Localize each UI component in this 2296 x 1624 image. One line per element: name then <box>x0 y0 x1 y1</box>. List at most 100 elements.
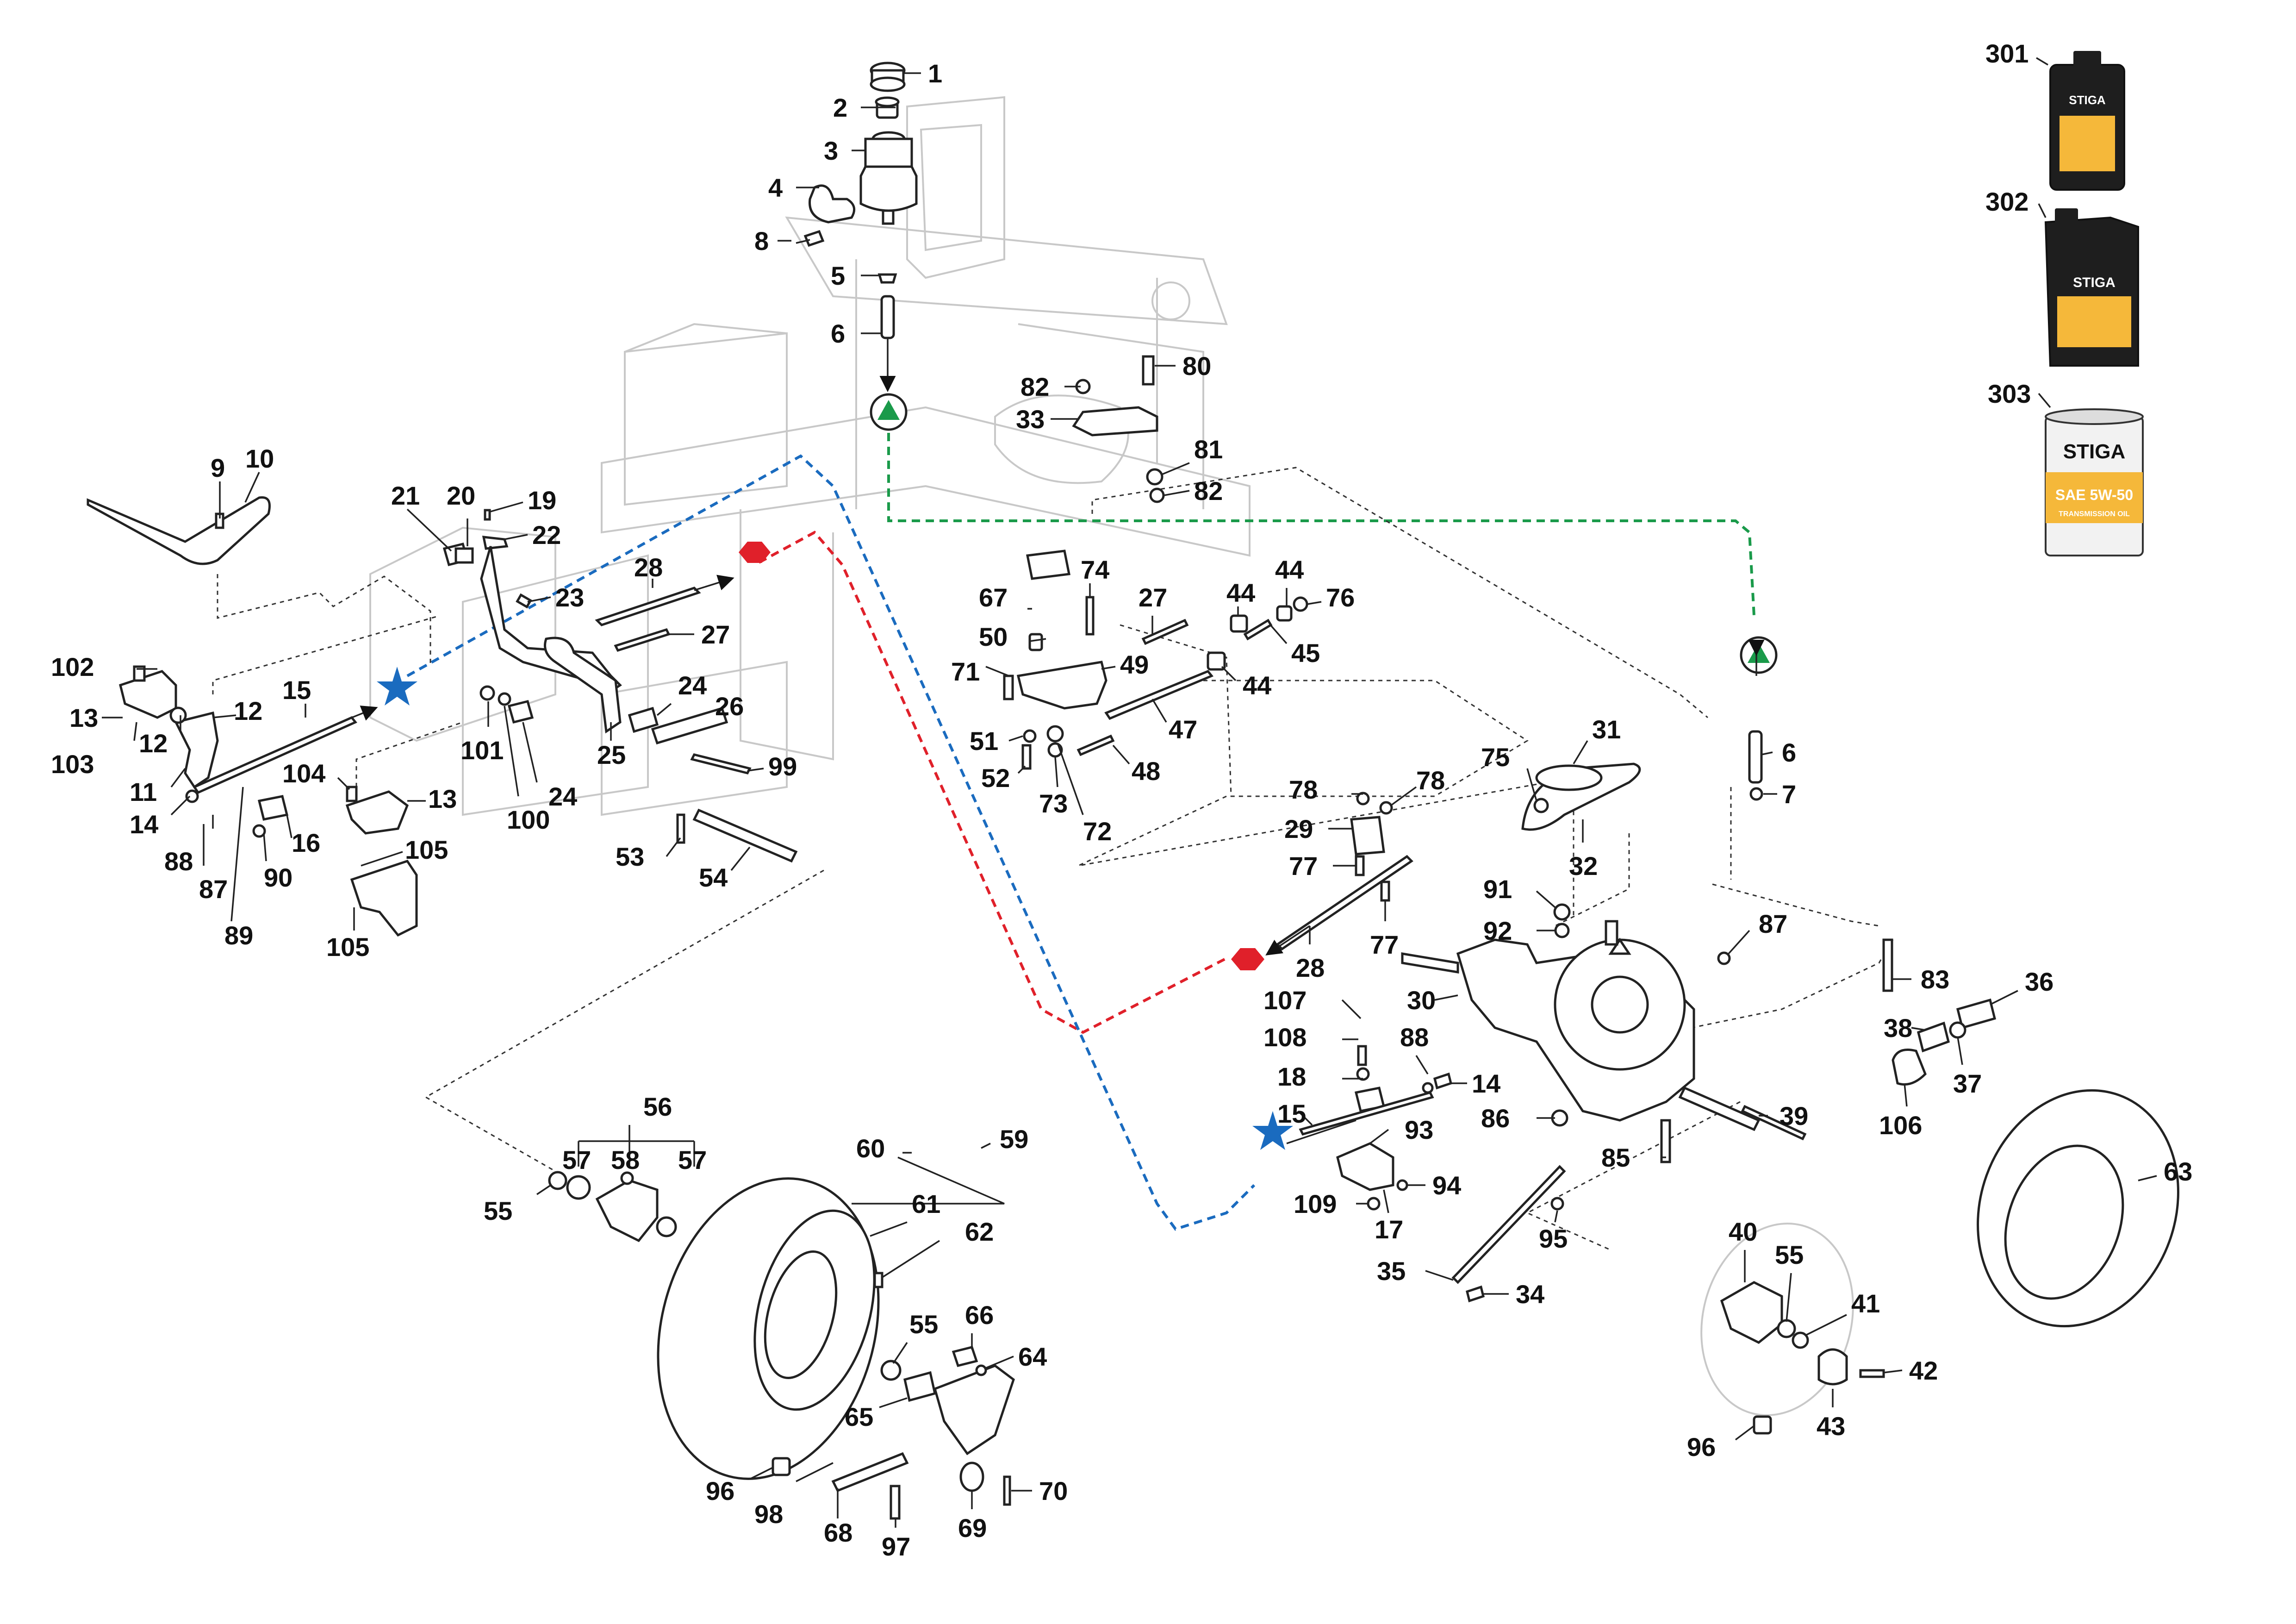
bearing-57b <box>656 1216 677 1237</box>
pedal-bracket-22 <box>482 536 509 550</box>
label-28: 28 <box>634 553 663 582</box>
bolt-80 <box>1142 355 1155 386</box>
elbow-106 <box>1892 1049 1927 1086</box>
label-31: 31 <box>1592 715 1621 744</box>
screw-107 <box>1357 1045 1367 1066</box>
label-32: 32 <box>1569 851 1598 881</box>
label-9: 9 <box>211 453 225 482</box>
label-45: 45 <box>1291 638 1320 668</box>
label-109: 109 <box>1294 1189 1337 1218</box>
fitting-44c <box>1207 651 1226 671</box>
washer-109 <box>1367 1197 1381 1211</box>
bracket-4 <box>809 184 856 224</box>
screw-102 <box>133 665 146 682</box>
fitting-44a <box>1230 614 1248 633</box>
bolt-99 <box>690 753 752 775</box>
pin-50 <box>1028 633 1043 651</box>
label-43: 43 <box>1817 1412 1845 1441</box>
label-104: 104 <box>282 759 325 788</box>
label-49: 49 <box>1120 650 1149 679</box>
washer-94 <box>1396 1179 1408 1191</box>
washer-100 <box>498 692 511 706</box>
washer-92 <box>1554 923 1570 938</box>
label-74: 74 <box>1081 555 1109 584</box>
screw-52 <box>1021 744 1032 770</box>
label-10: 10 <box>245 444 274 473</box>
label-88b: 88 <box>1400 1023 1429 1052</box>
knuckle-64 <box>933 1364 1015 1455</box>
label-83: 83 <box>1921 965 1949 994</box>
label-44c: 44 <box>1243 671 1271 700</box>
pin-70 <box>1003 1475 1011 1506</box>
washer-75 <box>1533 798 1549 813</box>
label-22: 22 <box>532 520 561 550</box>
pin-19 <box>484 509 491 521</box>
label-59: 59 <box>1000 1124 1028 1154</box>
washer-51 <box>1023 729 1037 743</box>
clip-14-right <box>1433 1072 1452 1090</box>
label-12a: 12 <box>139 729 168 758</box>
spring-lever-20 <box>442 542 474 567</box>
ring-41 <box>1792 1331 1809 1349</box>
label-303: 303 <box>1988 379 2031 408</box>
valve-62 <box>873 1272 884 1288</box>
label-107: 107 <box>1263 986 1307 1015</box>
label-62: 62 <box>965 1217 994 1246</box>
rod-15 <box>193 716 357 794</box>
spring-27-mid <box>1141 618 1189 645</box>
bolt-42 <box>1859 1369 1885 1378</box>
washer-91 <box>1553 903 1571 921</box>
label-35: 35 <box>1377 1256 1406 1286</box>
assembly-lines <box>212 467 1894 1251</box>
reservoir-3 <box>859 131 918 225</box>
label-39: 39 <box>1780 1101 1808 1131</box>
label-78a: 78 <box>1289 775 1318 804</box>
hub-40 <box>1720 1281 1783 1344</box>
wheel-rim-ghost <box>1700 1222 1854 1417</box>
tire-63 <box>1977 1089 2179 1328</box>
nut-78b <box>1379 801 1393 815</box>
hub-56 <box>595 1179 659 1243</box>
label-19: 19 <box>528 486 556 515</box>
label-13: 13 <box>69 703 98 732</box>
label-44a: 44 <box>1226 578 1255 607</box>
label-87b: 87 <box>1759 909 1787 938</box>
label-17: 17 <box>1375 1215 1403 1244</box>
bolt-83 <box>1882 938 1893 992</box>
bracket-33 <box>1072 406 1158 437</box>
label-54: 54 <box>699 863 728 892</box>
label-57b: 57 <box>678 1145 707 1174</box>
label-101: 101 <box>460 736 504 765</box>
label-94: 94 <box>1432 1171 1461 1200</box>
label-20: 20 <box>447 481 475 510</box>
red-link-path <box>758 531 1227 1034</box>
pin-74 <box>1085 596 1095 636</box>
cap-34 <box>1466 1285 1485 1303</box>
label-95: 95 <box>1539 1224 1568 1253</box>
parts <box>87 62 2179 1520</box>
cap-43 <box>1817 1348 1848 1386</box>
label-82b: 82 <box>1194 476 1223 506</box>
washer-108 <box>1356 1067 1370 1081</box>
latch-16 <box>257 795 289 821</box>
hose-6-right <box>1748 730 1763 784</box>
washer-101 <box>479 685 495 701</box>
label-102: 102 <box>51 652 94 681</box>
label-28b: 28 <box>1296 953 1325 982</box>
label-92: 92 <box>1483 916 1512 945</box>
nut-96-right <box>1753 1415 1772 1435</box>
washer-55c <box>1777 1319 1796 1338</box>
label-96a: 96 <box>706 1476 734 1505</box>
label-103: 103 <box>51 750 94 779</box>
nut-87-right <box>1717 951 1731 965</box>
spring-27 <box>614 628 671 652</box>
blue-star-left <box>377 667 417 706</box>
label-108: 108 <box>1263 1023 1307 1052</box>
oil-303-brand: STIGA <box>2063 440 2125 463</box>
label-91: 91 <box>1483 874 1512 904</box>
spring-48 <box>1076 734 1115 756</box>
wheel-60 <box>657 1177 880 1480</box>
label-70: 70 <box>1039 1476 1068 1505</box>
label-51: 51 <box>970 726 998 756</box>
